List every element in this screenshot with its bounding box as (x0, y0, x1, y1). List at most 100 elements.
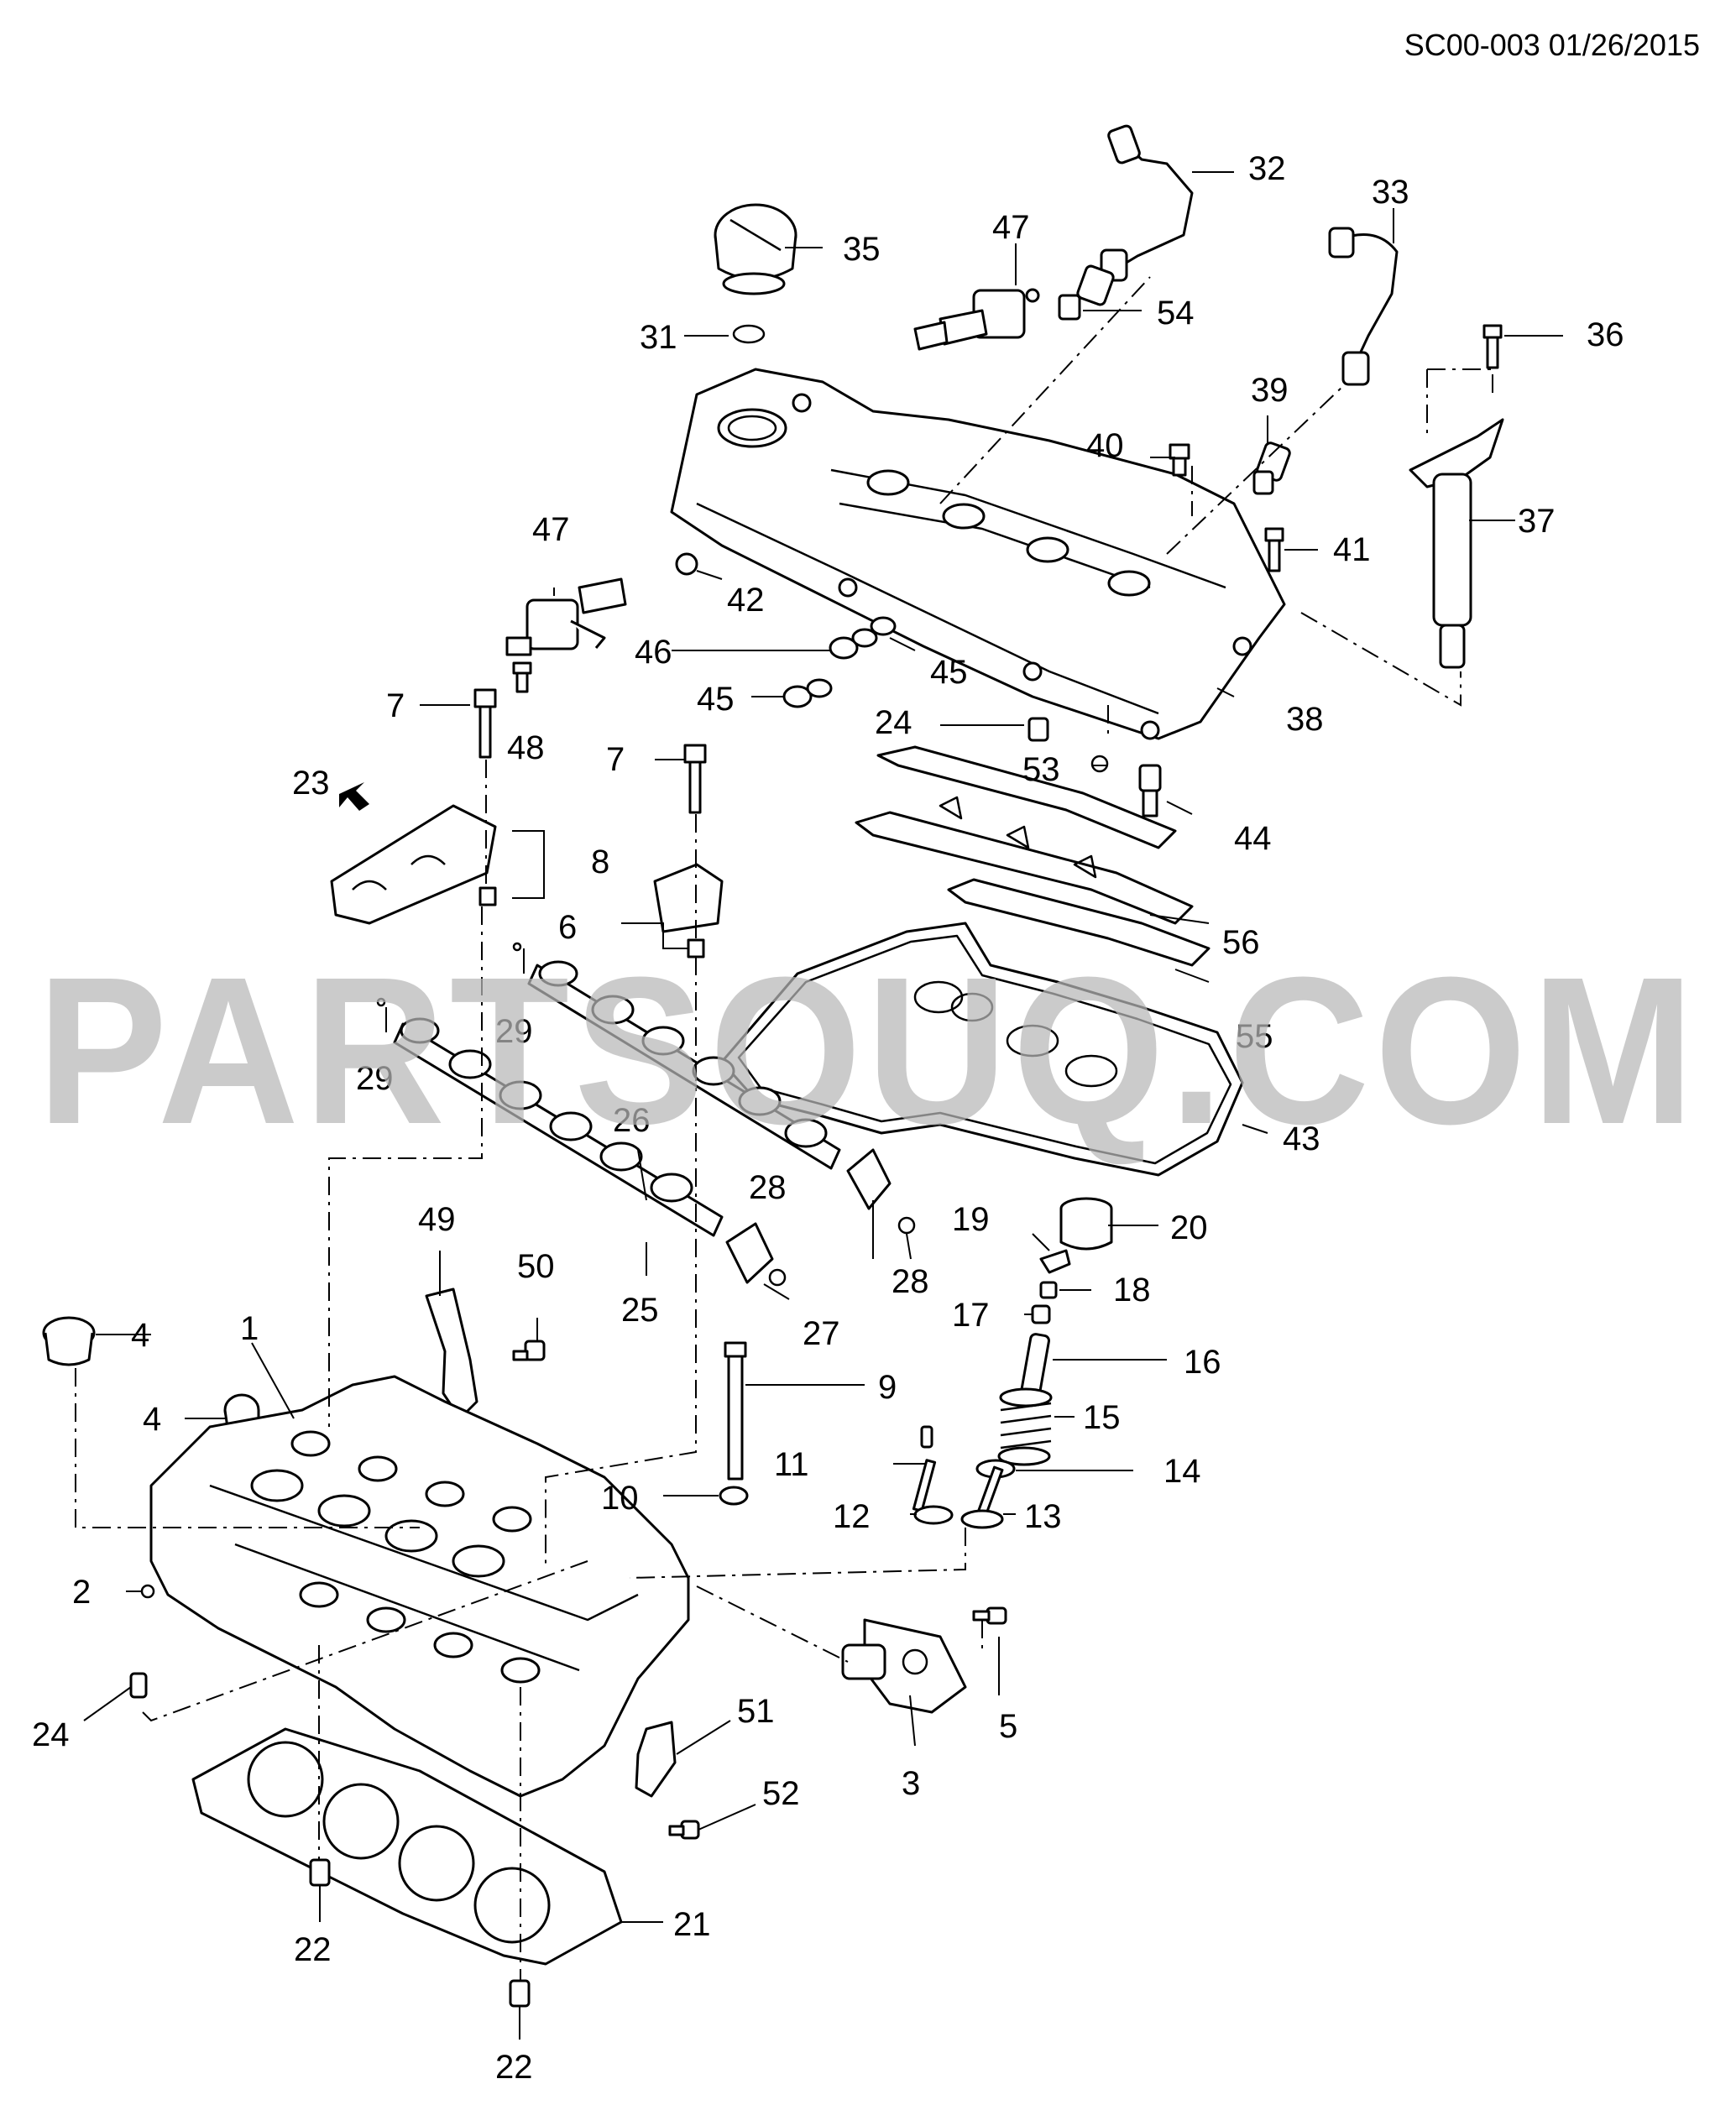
lifting-bracket-49-part (425, 1288, 478, 1420)
exhaust-valve-13-part (960, 1465, 1004, 1529)
oil-control-valve-part (913, 288, 1040, 351)
callout-46: 46 (635, 634, 672, 671)
callout-35: 35 (843, 231, 881, 268)
ball-28a (768, 1268, 787, 1287)
oil-filler-cap-part (714, 203, 797, 295)
cylinder-head-cover-part (670, 368, 1286, 740)
baffle-plate-56-part (855, 745, 1194, 925)
dowel-pin-24-lower (129, 1672, 148, 1699)
sensor-part (1058, 264, 1115, 321)
callout-27: 27 (803, 1315, 840, 1352)
callout-44: 44 (1234, 820, 1272, 857)
callout-51: 51 (737, 1693, 775, 1730)
callout-40: 40 (1086, 427, 1124, 464)
callout-11: 11 (774, 1446, 809, 1483)
plug-4a-part (42, 1316, 96, 1366)
cylinder-head-gasket-part (191, 1727, 623, 1966)
o-ring-part (732, 324, 766, 344)
bolt-41-part (1264, 527, 1284, 572)
callout-56: 56 (1222, 924, 1260, 961)
callout-31: 31 (640, 319, 677, 356)
intake-valve-12-part (912, 1459, 954, 1525)
callout-28-left: 28 (892, 1263, 929, 1300)
ball-53-part (1090, 755, 1109, 773)
hose-part (1328, 227, 1399, 386)
bolt-7b-part (683, 744, 707, 814)
bolt-50-part (512, 1340, 546, 1361)
camshaft-bearing-cap-8-part (330, 804, 497, 925)
wiring-harness-part (1100, 124, 1194, 282)
dowel-pin-22a (309, 1858, 331, 1887)
callout-52: 52 (762, 1775, 800, 1812)
cover-gasket-part (720, 922, 1244, 1177)
camshaft-26-part (527, 960, 892, 1210)
callout-45-left: 45 (697, 681, 735, 718)
callout-33: 33 (1372, 174, 1409, 211)
callout-53: 53 (1022, 751, 1060, 788)
callout-12: 12 (833, 1498, 871, 1535)
camshaft-bearing-cap-6-part (653, 863, 724, 958)
callout-13: 13 (1024, 1498, 1062, 1535)
bolt-40-part (1169, 443, 1190, 477)
callout-19: 19 (952, 1201, 990, 1238)
callout-45-right: 45 (930, 654, 968, 691)
retainer-19-part (1039, 1249, 1071, 1274)
bolt-5-part (972, 1606, 1007, 1625)
bolt-52-part (668, 1820, 700, 1840)
ball-28b (897, 1216, 916, 1235)
dowel-pin-22b (509, 1979, 531, 2008)
plug-42-part (675, 552, 698, 576)
callout-6: 6 (558, 909, 577, 946)
callout-4-top: 4 (131, 1317, 149, 1354)
callout-36: 36 (1587, 316, 1624, 353)
callout-7-left: 7 (386, 687, 405, 724)
washer-10-part (719, 1486, 749, 1506)
callout-47-lower: 47 (532, 511, 570, 548)
callout-49: 49 (418, 1201, 456, 1238)
pin-2-part (140, 1584, 155, 1599)
callout-10: 10 (601, 1480, 639, 1517)
callout-22-lower: 22 (495, 2049, 533, 2086)
callout-5: 5 (999, 1708, 1017, 1745)
ignition-coil-part (1409, 418, 1504, 669)
bolt-48-part (512, 661, 532, 693)
callout-32: 32 (1248, 150, 1286, 187)
callout-41: 41 (1333, 531, 1371, 568)
callout-55: 55 (1236, 1018, 1273, 1055)
callout-labels: 32 33 35 47 31 54 36 39 40 37 47 41 42 4… (32, 150, 1624, 2086)
callout-9: 9 (878, 1369, 897, 1406)
pin-29b (376, 997, 386, 1007)
lifting-bracket-51-part (635, 1721, 677, 1798)
callout-22-left: 22 (294, 1931, 332, 1968)
callout-26: 26 (613, 1102, 651, 1139)
callout-24-lower: 24 (32, 1716, 70, 1753)
oil-control-valve-lower-part (505, 577, 627, 656)
callout-54: 54 (1157, 295, 1195, 332)
valve-lifter-20-part (1059, 1197, 1113, 1251)
pcv-valve-part (1252, 441, 1291, 495)
watermark: PARTSOUQ.COM (37, 933, 1699, 1167)
callout-29-left: 29 (356, 1060, 394, 1097)
camshaft-25-part (393, 1017, 774, 1284)
valve-cotter-11-part (920, 1425, 933, 1449)
callout-15: 15 (1083, 1399, 1121, 1436)
callout-2: 2 (72, 1574, 91, 1611)
callout-25: 25 (621, 1292, 659, 1329)
callout-17: 17 (952, 1297, 990, 1334)
seal-rings-part (782, 616, 897, 708)
callout-23: 23 (292, 765, 330, 802)
bolt-7a-part (473, 688, 497, 759)
callout-4-lower: 4 (143, 1401, 161, 1438)
cylinder-head-part (149, 1375, 690, 1798)
bolt-36-part (1482, 324, 1503, 369)
baffle-plate-55-part (947, 878, 1210, 967)
callout-47-top: 47 (992, 209, 1030, 246)
callout-20: 20 (1170, 1209, 1208, 1246)
callout-14: 14 (1163, 1453, 1201, 1490)
callout-21: 21 (673, 1906, 711, 1943)
callout-39: 39 (1251, 372, 1289, 409)
document-id: SC00-003 01/26/2015 (1404, 28, 1700, 62)
callout-48: 48 (507, 729, 545, 766)
callout-1: 1 (240, 1310, 259, 1347)
